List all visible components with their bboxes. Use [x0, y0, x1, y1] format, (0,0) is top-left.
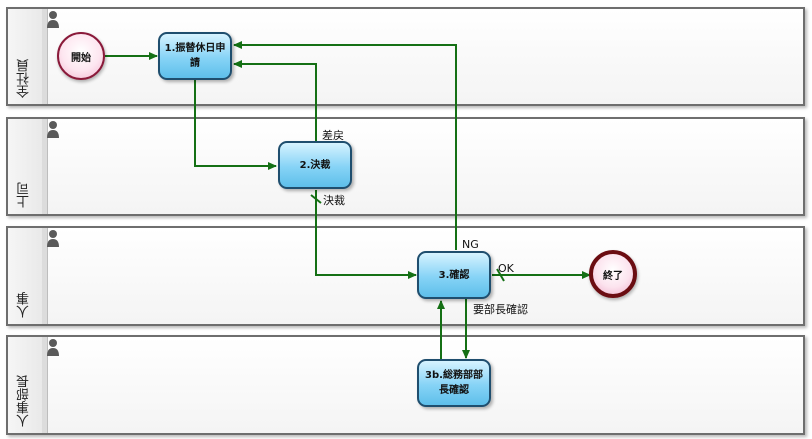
flow-label-need-manager: 要部長確認 — [473, 303, 528, 316]
default-flow-mark — [310, 194, 322, 204]
flow-approve-to-confirm — [315, 190, 417, 279]
flow-request-to-approval — [194, 80, 277, 170]
flow-label-reject: 差戻 — [322, 129, 344, 142]
flow-reject-return — [233, 60, 317, 141]
task-director-confirm[interactable]: 3b.総務部部 長確認 — [417, 359, 491, 407]
task-label: 1.振替休日申 — [164, 43, 226, 54]
swimlane-header-strip — [42, 337, 48, 433]
swimlane-header: 人事 — [8, 228, 43, 324]
person-icon — [47, 339, 59, 356]
task-confirm[interactable]: 3.確認 — [417, 251, 491, 299]
start-event-label: 開始 — [71, 52, 91, 64]
person-icon — [47, 121, 59, 138]
task-label: 3b.総務部部 — [425, 370, 483, 381]
person-icon — [47, 11, 59, 28]
swimlane-hr-director: 人事部長 — [6, 335, 805, 435]
task-label: 3.確認 — [438, 269, 470, 281]
swimlane-header-strip — [42, 9, 48, 104]
swimlane-header: 人事部長 — [8, 337, 43, 433]
end-event[interactable]: 終了 — [589, 250, 637, 298]
task-label: 請 — [189, 58, 200, 69]
swimlane-header: 全社員 — [8, 9, 43, 104]
flow-label-approve: 決裁 — [323, 194, 345, 207]
end-event-label: 終了 — [603, 270, 623, 282]
task-label: 長確認 — [438, 385, 469, 396]
flow-label-ng: NG — [462, 238, 479, 251]
start-event[interactable]: 開始 — [57, 32, 105, 80]
swimlane-header: 上司 — [8, 119, 43, 214]
swimlane-header-strip — [42, 228, 48, 324]
default-flow-mark — [496, 268, 505, 282]
flow-ng-return — [233, 41, 457, 250]
task-label: 2.決裁 — [299, 159, 331, 171]
swimlane-manager: 上司 — [6, 117, 805, 216]
person-icon — [47, 230, 59, 247]
task-holiday-request[interactable]: 1.振替休日申 請 — [158, 32, 232, 80]
task-approval[interactable]: 2.決裁 — [278, 141, 352, 189]
flow-label-ok: OK — [498, 262, 514, 275]
swimlane-header-strip — [42, 119, 48, 214]
